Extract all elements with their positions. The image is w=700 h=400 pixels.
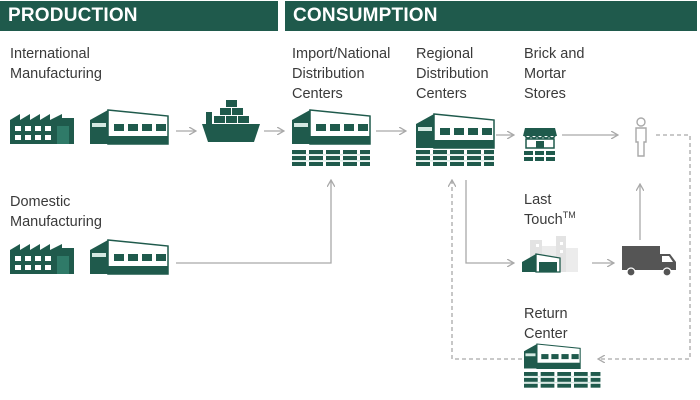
import-national-dc-label: Import/National Distribution Centers: [292, 46, 391, 102]
storefront-icon: [523, 128, 557, 161]
production-header-label: PRODUCTION: [8, 5, 138, 26]
return-flow-from-customer: [598, 134, 691, 359]
person-icon: [635, 117, 647, 157]
cargo-ship-icon: [202, 100, 260, 142]
city-warehouse-icon: [522, 236, 578, 273]
consumption-header-label: CONSUMPTION: [293, 5, 438, 26]
international-manufacturing-label: International Manufacturing: [10, 46, 102, 82]
domestic-manufacturing-label: Domestic Manufacturing: [10, 194, 102, 230]
delivery-truck-icon: [622, 246, 676, 277]
return-center-warehouse-icon: [523, 343, 581, 370]
trademark-mark: TM: [562, 210, 576, 221]
import-dc-warehouse-icon: [291, 109, 371, 145]
consumption-header: CONSUMPTION: [285, 1, 697, 31]
last-touch-text: Last Touch: [524, 192, 563, 228]
return-center-racks-icon: [523, 371, 602, 389]
regional-dc-label: Regional Distribution Centers: [416, 46, 489, 102]
intl-warehouse-icon: [89, 109, 169, 145]
import-dc-racks-icon: [291, 149, 371, 167]
last-touch-label: Last TouchTM: [524, 190, 576, 230]
arrow-domestic-to-import-dc: [176, 180, 331, 264]
regional-dc-racks-icon: [415, 149, 495, 167]
flow-arrows: [176, 131, 691, 360]
brick-and-mortar-label: Brick and Mortar Stores: [524, 46, 585, 102]
arrow-regional-dc-to-last-touch: [465, 180, 514, 263]
return-flow-to-regional-dc: [452, 180, 522, 360]
return-center-label: Return Center: [524, 306, 568, 342]
production-header: PRODUCTION: [0, 1, 278, 31]
intl-factory-icon: [10, 114, 74, 144]
regional-dc-warehouse-icon: [415, 113, 495, 149]
domestic-warehouse-icon: [89, 239, 169, 275]
domestic-factory-icon: [10, 244, 74, 274]
